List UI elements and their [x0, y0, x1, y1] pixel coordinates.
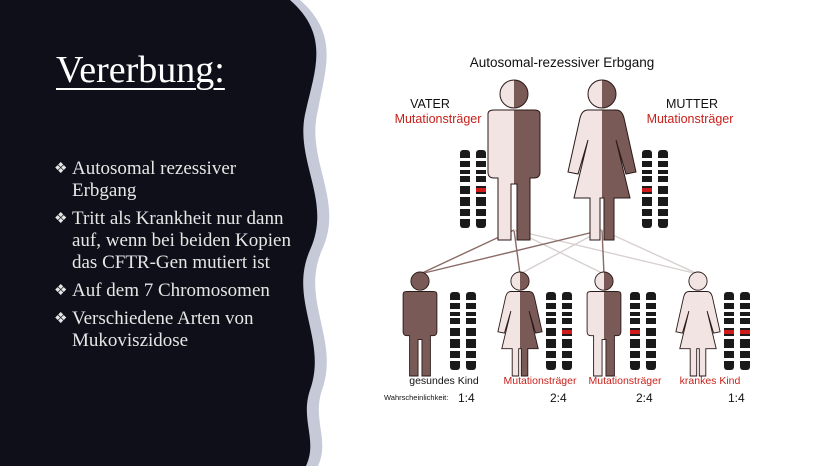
- child-affected-figure: [675, 271, 721, 377]
- child-label-carrier-1: Mutationsträger: [504, 375, 577, 387]
- inheritance-diagram-svg: Autosomal-rezessiver Erbgang VATER Mutat…: [384, 55, 750, 405]
- child-label-healthy: gesundes Kind: [409, 375, 479, 387]
- child-carrier-male-chromosomes: [630, 292, 656, 370]
- child-carrier-female-figure: [497, 271, 543, 377]
- diagram-title: Autosomal-rezessiver Erbgang: [470, 55, 655, 70]
- child-healthy-chromosomes: [450, 292, 476, 370]
- diamond-bullet-icon: ❖: [54, 311, 68, 327]
- father-role-label: VATER: [410, 97, 450, 111]
- ratio-carrier-2: 2:4: [636, 391, 653, 405]
- bullet-item: ❖Tritt als Krankheit nur dann auf, wenn …: [54, 208, 291, 273]
- bullet-list: ❖Autosomal rezessiver Erbgang ❖Tritt als…: [54, 158, 296, 358]
- child-healthy-figure: [402, 271, 438, 377]
- diamond-bullet-icon: ❖: [54, 283, 68, 299]
- inheritance-lines: [419, 229, 699, 275]
- father-status-label: Mutationsträger: [395, 112, 482, 126]
- diamond-bullet-icon: ❖: [54, 211, 68, 227]
- child-label-carrier-2: Mutationsträger: [589, 375, 662, 387]
- bullet-item: ❖Verschiedene Arten von Mukoviszidose: [54, 308, 254, 351]
- father-chromosomes: [460, 150, 486, 228]
- diamond-bullet-icon: ❖: [54, 161, 68, 177]
- mother-figure: [567, 79, 637, 241]
- child-affected-chromosomes: [724, 292, 750, 370]
- inheritance-diagram: Autosomal-rezessiver Erbgang VATER Mutat…: [340, 40, 810, 420]
- ratio-affected: 1:4: [728, 391, 745, 405]
- father-figure: [487, 79, 541, 241]
- left-panel: Vererbung: ❖Autosomal rezessiver Erbgang…: [0, 0, 335, 466]
- ratio-healthy: 1:4: [458, 391, 475, 405]
- child-carrier-female-chromosomes: [546, 292, 572, 370]
- bullet-item: ❖Auf dem 7 Chromosomen: [54, 280, 270, 301]
- mother-role-label: MUTTER: [666, 97, 718, 111]
- wavy-panel-background: [0, 0, 330, 466]
- mother-status-label: Mutationsträger: [647, 112, 734, 126]
- child-label-affected: krankes Kind: [680, 375, 741, 387]
- bullet-item: ❖Autosomal rezessiver Erbgang: [54, 158, 237, 201]
- ratio-carrier-1: 2:4: [550, 391, 567, 405]
- slide-title: Vererbung:: [56, 49, 225, 91]
- probability-label: Wahrscheinlichkeit:: [384, 393, 448, 402]
- mother-chromosomes: [642, 150, 668, 228]
- child-carrier-male-figure: [586, 271, 622, 377]
